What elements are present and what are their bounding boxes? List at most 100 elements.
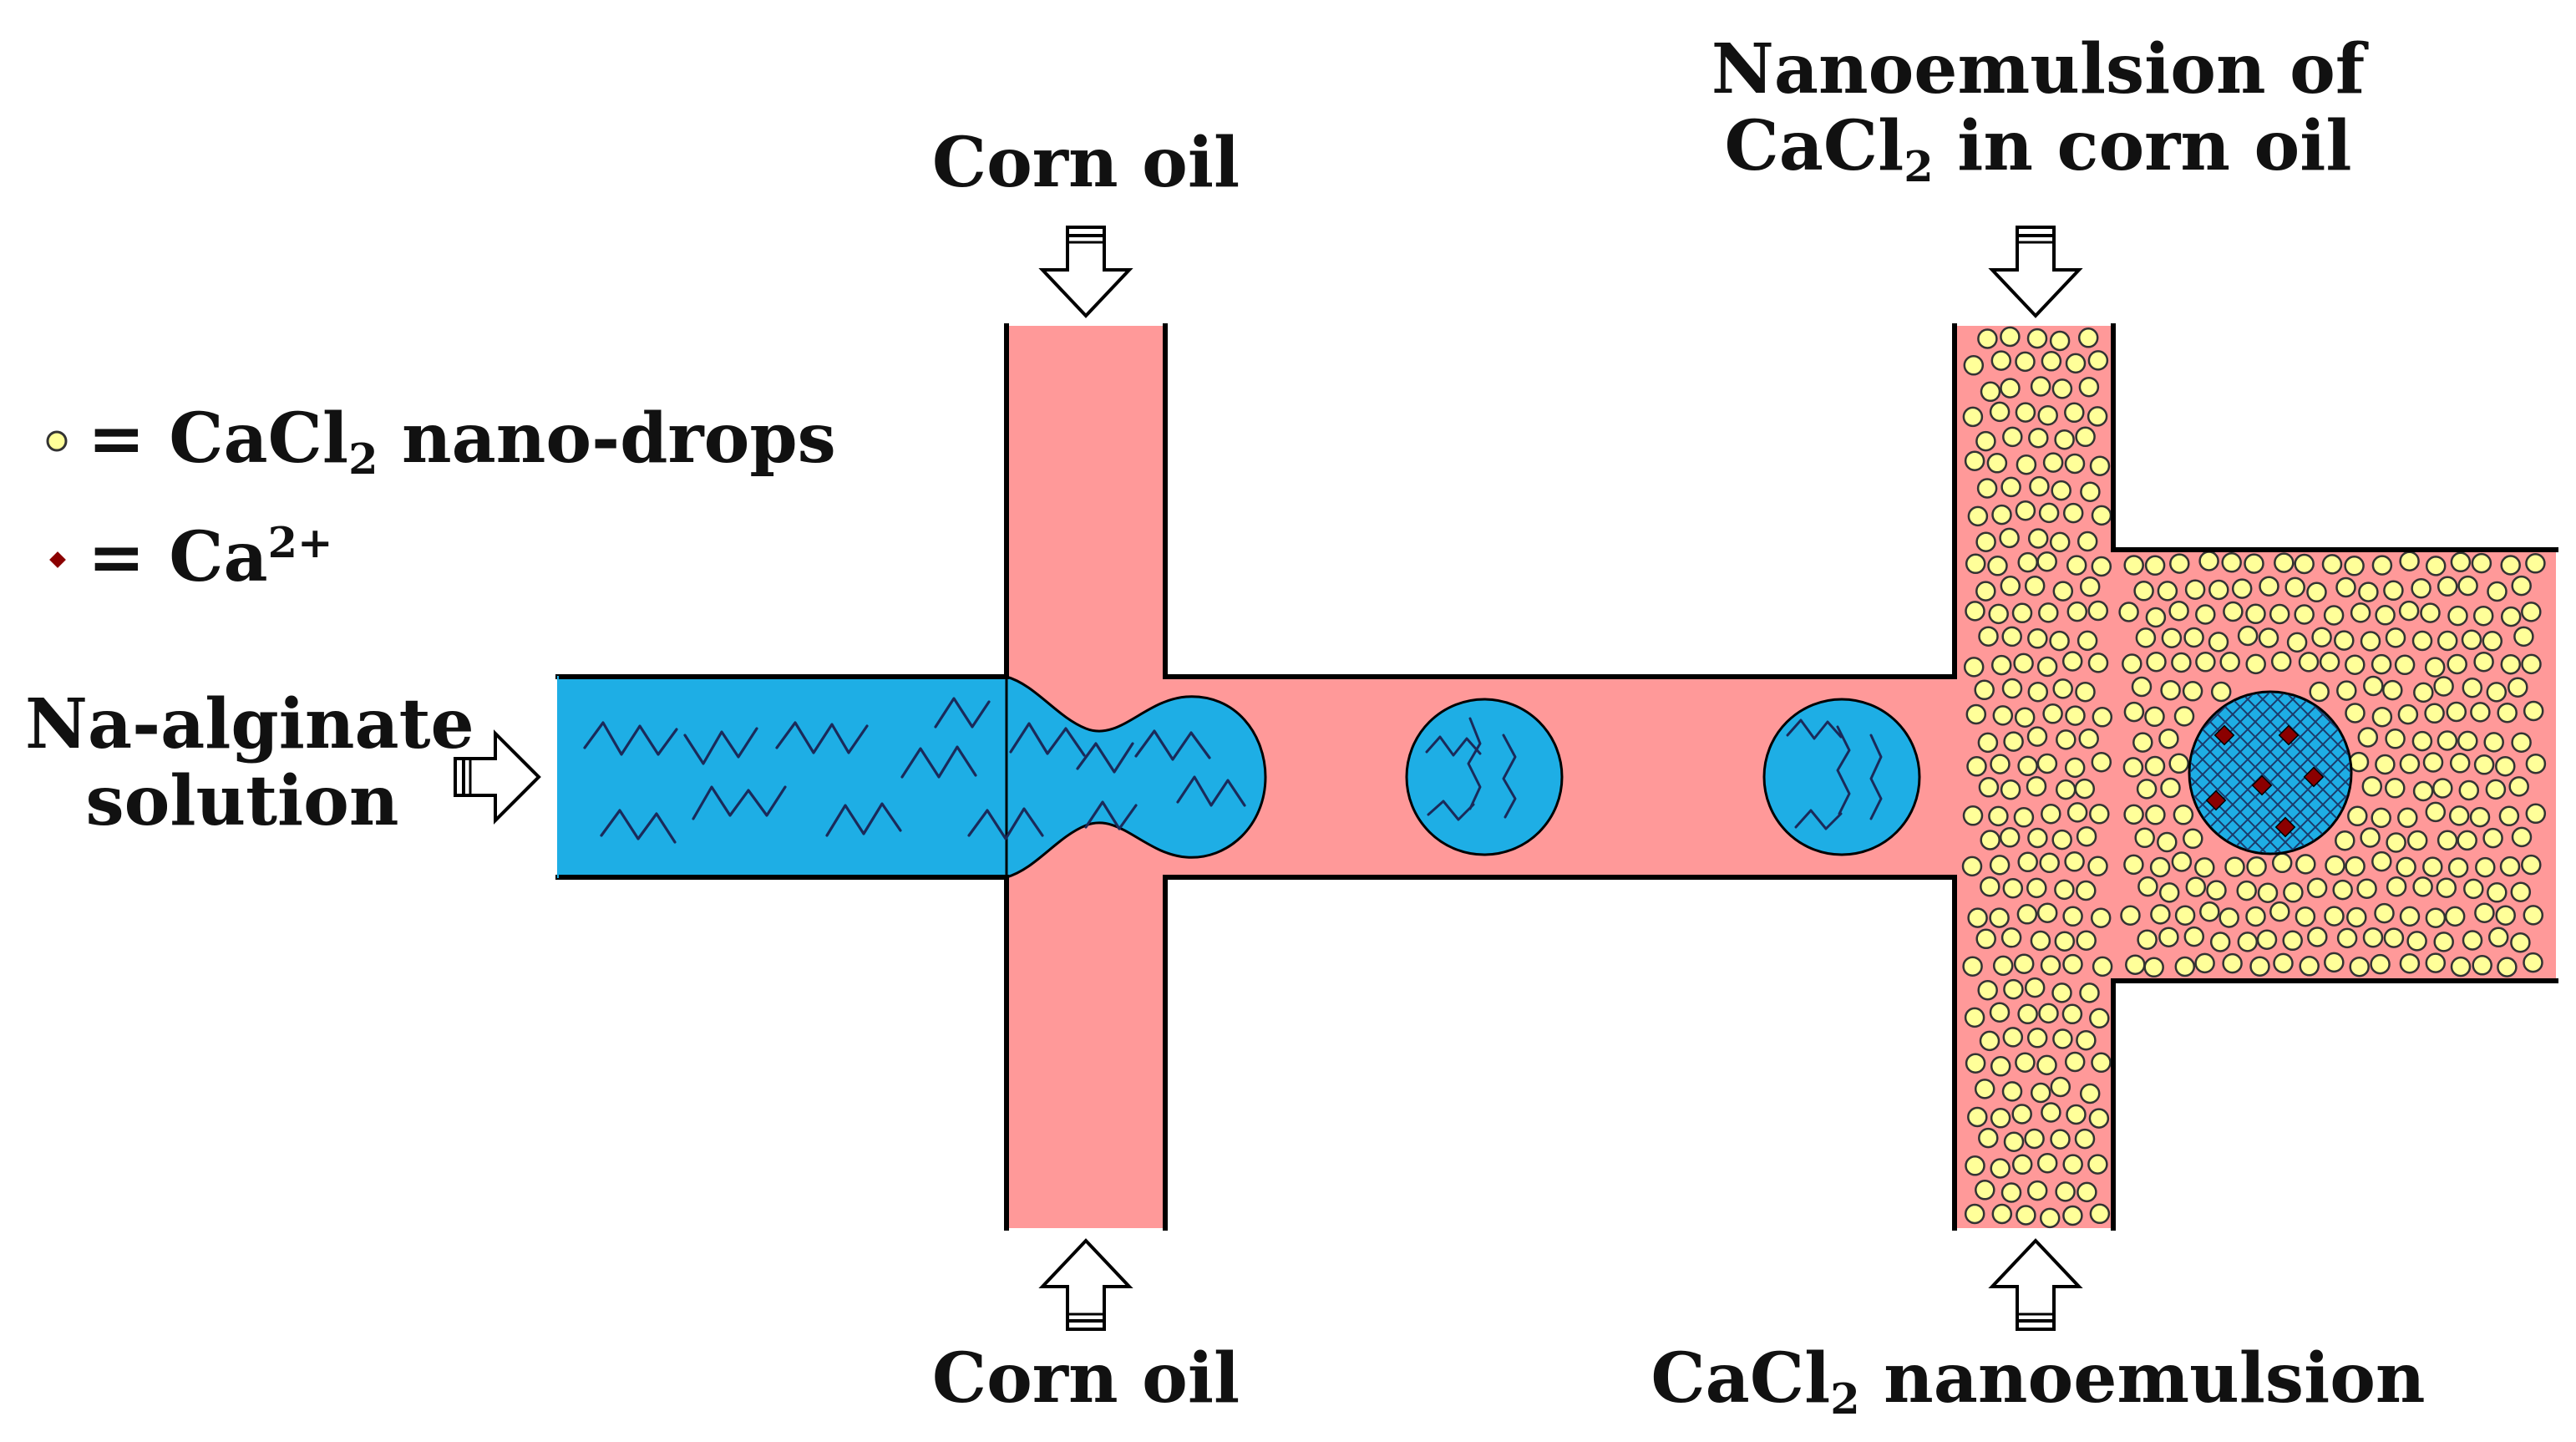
cacl2-nanodrop-icon — [2000, 326, 2021, 348]
cacl2-nanodrop-icon — [2000, 576, 2021, 597]
cacl2-nanodrop-icon — [2017, 755, 2038, 777]
cacl2-nanodrop-icon — [2437, 830, 2458, 851]
cacl2-nanodrop-icon — [2029, 475, 2050, 497]
cacl2-nanodrop-icon — [2433, 932, 2454, 952]
cacl2-nanodrop-icon — [2362, 927, 2384, 948]
cacl2-nanodrop-icon — [2064, 402, 2085, 424]
cacl2-nanodrop-icon — [1975, 581, 1996, 602]
cacl2-nanodrop-icon — [2038, 502, 2060, 524]
cacl2-nanodrop-icon — [2356, 878, 2377, 899]
cacl2-nanodrop-icon — [2319, 652, 2340, 673]
cacl2-nanodrop-icon — [2000, 779, 2021, 800]
cacl2-nanodrop-icon — [2399, 906, 2421, 927]
cacl2-nanodrop-icon — [2219, 907, 2239, 928]
cacl2-nanodrop-icon — [2064, 453, 2086, 475]
cacl2-nanodrop-icon — [2511, 732, 2532, 753]
cacl2-nanodrop-icon — [1967, 505, 1989, 527]
cacl2-nanodrop-icon — [2371, 653, 2392, 675]
cacl2-nanodrop-icon — [2336, 680, 2357, 701]
cacl2-nanodrop-icon — [2257, 882, 2279, 903]
cacl2-nanodrop-icon — [2283, 882, 2304, 903]
cacl2-nanodrop-icon — [2075, 681, 2096, 703]
cacl2-nanodrop-icon — [2425, 952, 2447, 973]
cacl2-nanodrop-icon — [2246, 856, 2267, 877]
cacl2-nanodrop-icon — [2332, 879, 2353, 901]
cacl2-nanodrop-icon — [2134, 827, 2155, 849]
cacl2-nanodrop-icon — [2038, 602, 2059, 623]
cacl2-nanodrop-icon — [2087, 1154, 2108, 1175]
cacl2-nanodrop-icon — [2143, 957, 2164, 978]
cacl2-nanodrop-icon — [2118, 602, 2139, 622]
cacl2-nanodrop-icon — [1967, 1106, 1988, 1128]
cacl2-nanodrop-icon — [2066, 802, 2088, 823]
cacl2-nanodrop-icon — [2026, 775, 2047, 797]
cacl2-nanodrop-icon — [1980, 381, 2001, 403]
cacl2-nanodrop-icon — [2028, 427, 2049, 449]
cacl2-nanodrop-icon — [2194, 857, 2215, 878]
cacl2-nanodrop-icon — [2091, 505, 2112, 526]
cacl2-nanodrop-icon — [2003, 731, 2024, 752]
cacl2-nanodrop-icon — [2223, 601, 2244, 622]
cacl2-nanodrop-icon — [2158, 728, 2179, 749]
cacl2-nanodrop-icon — [2194, 952, 2215, 974]
cacl2-nanodrop-icon — [1962, 805, 1984, 826]
cacl2-nanodrop-icon — [2447, 653, 2467, 675]
cacl2-nanodrop-icon — [2123, 555, 2144, 576]
cacl2-nanodrop-icon — [2523, 700, 2544, 722]
cacl2-nanodrop-icon — [2447, 605, 2468, 627]
cacl2-nanodrop-icon — [2447, 857, 2469, 878]
cacl2-nanodrop-icon — [2411, 577, 2431, 599]
cacl2-nanodrop-icon — [2077, 531, 2098, 552]
cacl2-nanodrop-icon — [2383, 927, 2405, 948]
cacl2-nanodrop-icon — [2125, 954, 2146, 975]
cacl2-nanodrop-icon — [2137, 876, 2158, 897]
ca-ion-icon — [2303, 766, 2325, 788]
cacl2-nanodrop-icon — [1988, 603, 2009, 625]
cacl2-nanodrop-icon — [1989, 401, 2011, 423]
bottom-right-label: CaCl2 nanoemulsion — [1651, 1338, 2426, 1424]
cacl2-nanodrop-icon — [1975, 531, 1996, 552]
cacl2-nanodrop-icon — [2171, 652, 2192, 673]
cacl2-nanodrop-icon — [2398, 600, 2420, 622]
cacl2-nanodrop-icon — [2158, 927, 2179, 947]
cacl2-nanodrop-icon — [2042, 703, 2063, 724]
cacl2-nanodrop-icon — [2051, 378, 2073, 399]
cacl2-nanodrop-icon — [2091, 751, 2112, 773]
cacl2-nanodrop-icon — [2231, 578, 2253, 599]
cacl2-nanodrop-icon — [1999, 527, 2020, 549]
cacl2-nanodrop-icon — [2450, 551, 2472, 573]
cacl2-nanodrop-icon — [2076, 880, 2097, 901]
cacl2-nanodrop-icon — [2523, 905, 2544, 926]
cacl2-nanodrop-icon — [2386, 832, 2406, 853]
cacl2-nanodrop-icon — [2446, 701, 2467, 723]
cacl2-nanodrop-icon — [2027, 528, 2049, 549]
cacl2-nanodrop-icon — [1963, 355, 1985, 376]
cacl2-nanodrop-icon — [2385, 729, 2406, 749]
cacl2-nanodrop-icon — [2017, 1003, 2038, 1025]
cacl2-nanodrop-icon — [1966, 756, 1987, 777]
cacl2-nanodrop-icon — [2001, 1081, 2023, 1102]
cacl2-nanodrop-icon — [2521, 854, 2542, 876]
cacl2-nanodrop-icon — [1974, 1079, 1995, 1099]
cacl2-nanodrop-icon — [1990, 1158, 2011, 1179]
cacl2-nanodrop-icon — [2487, 581, 2508, 602]
cacl2-nanodrop-icon — [2500, 555, 2521, 576]
cacl2-nanodrop-icon — [2206, 880, 2227, 901]
cacl2-nanodrop-icon — [2249, 956, 2270, 977]
cacl2-nanodrop-icon — [2282, 930, 2303, 952]
cacl2-nanodrop-icon — [2422, 752, 2444, 773]
cacl2-nanodrop-icon — [2076, 825, 2097, 847]
cacl2-nanodrop-icon — [2013, 652, 2034, 674]
cacl2-nanodrop-icon — [1976, 478, 1998, 499]
cacl2-nanodrop-icon — [2036, 551, 2057, 572]
cacl2-nanodrop-icon — [2157, 831, 2178, 853]
cacl2-nanodrop-icon — [2054, 931, 2076, 952]
cacl2-nanodrop-icon — [2236, 880, 2257, 901]
cacl2-nanodrop-icon — [2183, 627, 2204, 648]
ca-ion-icon — [2251, 774, 2273, 796]
cacl2-nanodrop-icon — [2016, 454, 2037, 475]
cacl2-nanodrop-icon — [2210, 681, 2232, 703]
cacl2-nanodrop-icon — [2168, 600, 2189, 622]
cacl2-nanodrop-icon — [1989, 907, 2010, 928]
cacl2-nanodrop-icon — [2521, 602, 2542, 622]
